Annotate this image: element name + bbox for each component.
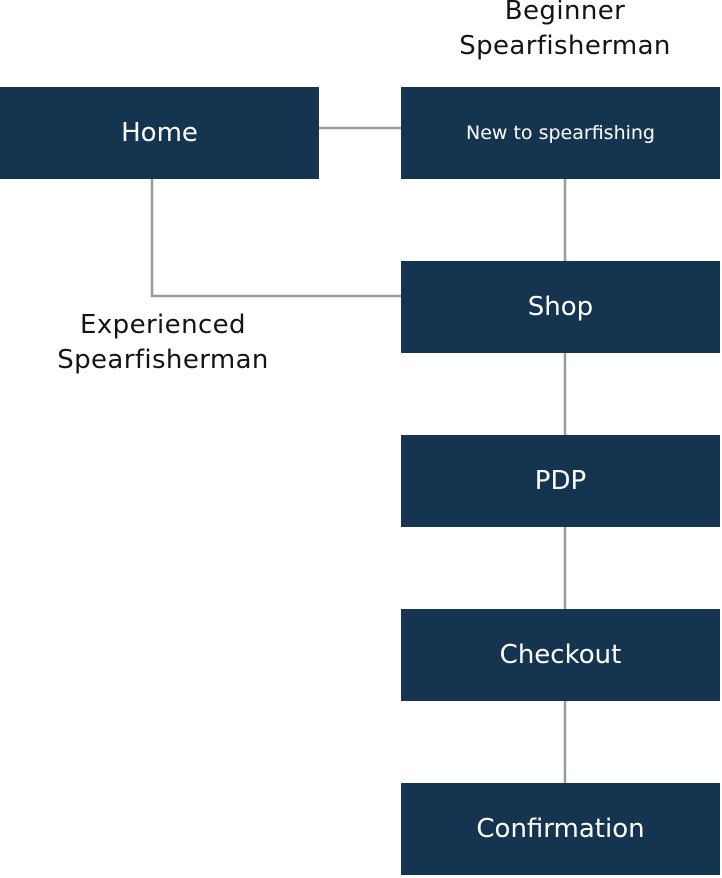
node-checkout-label: Checkout	[499, 640, 622, 670]
node-new-to-spearfishing: New to spearfishing	[401, 87, 720, 179]
node-confirmation: Confirmation	[401, 783, 720, 875]
node-pdp-label: PDP	[534, 466, 587, 496]
node-shop: Shop	[401, 261, 720, 353]
connector-home-to-shop	[150, 179, 401, 298]
node-shop-label: Shop	[527, 292, 594, 322]
beginner-label: Beginner Spearfisherman	[415, 0, 715, 64]
beginner-label-line2: Spearfisherman	[459, 31, 671, 61]
node-checkout: Checkout	[401, 609, 720, 701]
experienced-label-line2: Spearfisherman	[57, 345, 269, 375]
node-pdp: PDP	[401, 435, 720, 527]
node-new-to-spearfishing-label: New to spearfishing	[466, 122, 655, 144]
beginner-label-line1: Beginner	[504, 0, 626, 26]
node-home-label: Home	[121, 118, 198, 148]
node-confirmation-label: Confirmation	[476, 814, 645, 844]
node-home: Home	[0, 87, 319, 179]
experienced-label: Experienced Spearfisherman	[12, 308, 314, 378]
experienced-label-line1: Experienced	[80, 310, 246, 340]
